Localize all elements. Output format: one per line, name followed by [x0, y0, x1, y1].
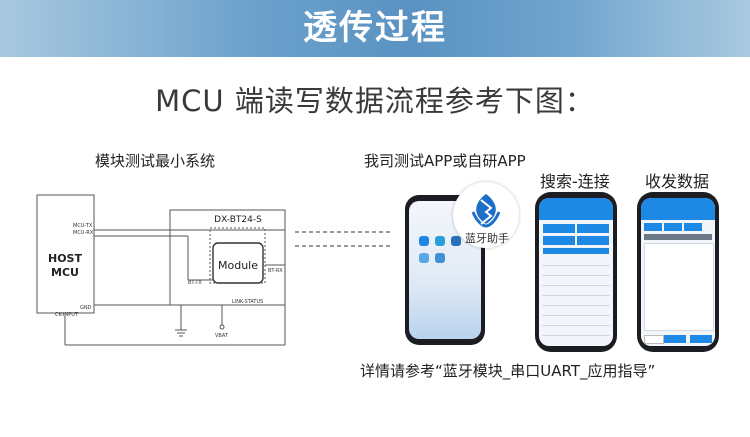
action-button[interactable] — [577, 236, 609, 245]
bluetooth-helper-icon — [471, 194, 501, 228]
tab-button[interactable] — [644, 223, 662, 231]
device-row[interactable] — [542, 296, 610, 306]
helper-label: 蓝牙助手 — [465, 232, 509, 245]
pin-vbat: VBAT — [215, 333, 229, 339]
device-row[interactable] — [542, 286, 610, 296]
connect-button[interactable] — [577, 224, 609, 233]
device-row[interactable] — [542, 276, 610, 286]
device-row[interactable] — [542, 306, 610, 316]
device-row[interactable] — [542, 266, 610, 276]
header-banner — [0, 0, 750, 57]
device-row[interactable] — [542, 256, 610, 266]
phone-data-screen — [641, 198, 715, 346]
app-icon — [435, 236, 445, 246]
host-label-1: HOST — [48, 252, 82, 265]
reference-note: 详情请参考“蓝牙模块_串口UART_应用指导” — [360, 362, 656, 380]
section-subtitle: MCU 端读写数据流程参考下图： — [155, 84, 595, 118]
device-row[interactable] — [542, 326, 610, 336]
received-data-area — [644, 243, 714, 331]
phone-data — [637, 192, 719, 352]
phone-data-header — [641, 198, 715, 220]
pin-link-status: LINK-STATUS — [232, 299, 263, 305]
pin-ckinput: CK-INPUT — [55, 312, 79, 318]
app-icon — [419, 253, 429, 263]
left-caption: 模块测试最小系统 — [95, 152, 216, 170]
clear-button[interactable] — [690, 335, 712, 343]
host-label-2: MCU — [51, 266, 79, 279]
pin-gnd: GND — [80, 305, 92, 311]
data-toolbar — [644, 234, 712, 240]
module-label: Module — [218, 259, 258, 272]
pin-mcu-tx: MCU-TX — [73, 223, 93, 229]
action-button[interactable] — [543, 236, 575, 245]
right-caption: 我司测试APP或自研APP — [364, 152, 526, 170]
list-header — [543, 248, 609, 254]
helper-app-badge — [453, 182, 519, 248]
phone3-caption: 收发数据 — [645, 172, 710, 191]
tab-button[interactable] — [664, 223, 682, 231]
module-chip — [212, 242, 264, 284]
pin-bt-rx: BT-RX — [268, 268, 283, 274]
pin-mcu-rx: MCU-RX — [73, 230, 94, 236]
phone-search-screen — [539, 198, 613, 346]
phone-search-header — [539, 198, 613, 220]
page-title: 透传过程 — [303, 8, 447, 48]
search-button[interactable] — [543, 224, 575, 233]
pin-bt-tx: BT-TX — [188, 280, 202, 286]
send-input[interactable] — [644, 335, 664, 344]
module-name: DX-BT24-S — [214, 215, 262, 225]
phone2-caption: 搜索-连接 — [540, 172, 610, 191]
app-icon — [419, 236, 429, 246]
app-icon — [435, 253, 445, 263]
app-icon — [451, 236, 461, 246]
phone-search — [535, 192, 617, 352]
send-button[interactable] — [664, 335, 686, 343]
device-row[interactable] — [542, 316, 610, 326]
tab-button[interactable] — [684, 223, 702, 231]
